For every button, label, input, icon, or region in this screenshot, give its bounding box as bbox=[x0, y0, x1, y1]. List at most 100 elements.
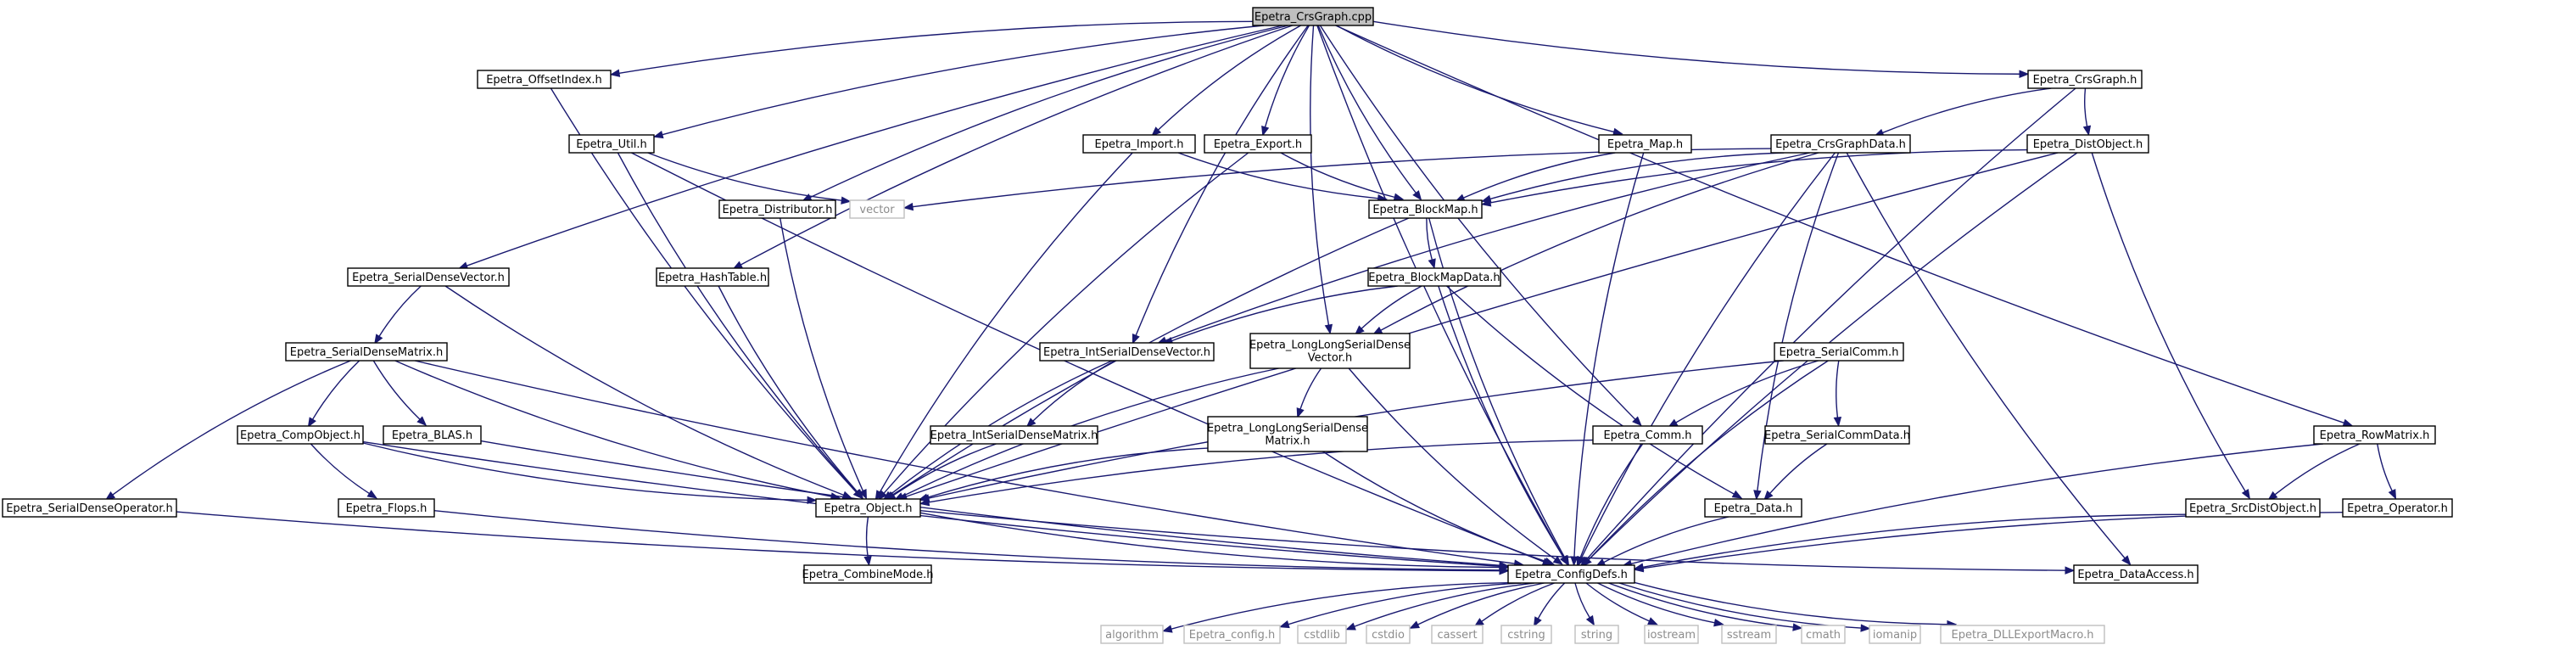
node-distributor[interactable]: Epetra_Distributor.h bbox=[718, 199, 836, 219]
node-blas[interactable]: Epetra_BLAS.h bbox=[383, 425, 482, 445]
node-label-distributor: Epetra_Distributor.h bbox=[723, 204, 833, 216]
node-box-flops bbox=[338, 498, 435, 518]
node-cmath: cmath bbox=[1801, 625, 1846, 644]
node-cstdlib: cstdlib bbox=[1297, 625, 1347, 644]
node-import[interactable]: Epetra_Import.h bbox=[1082, 134, 1196, 154]
edge-import-to-object bbox=[879, 152, 1133, 493]
node-box-comm bbox=[1592, 425, 1703, 445]
edge-serialdensevector-to-object bbox=[444, 285, 844, 496]
edge-object-to-dataaccess bbox=[919, 510, 2066, 571]
edge-crsgraph_cpp-to-serialdensevector bbox=[467, 25, 1283, 266]
node-hashtable[interactable]: Epetra_HashTable.h bbox=[656, 267, 769, 287]
node-map[interactable]: Epetra_Map.h bbox=[1598, 134, 1692, 154]
node-blockmap[interactable]: Epetra_BlockMap.h bbox=[1368, 199, 1483, 219]
node-label-crsgraphdata: Epetra_CrsGraphData.h bbox=[1775, 138, 1906, 151]
node-util[interactable]: Epetra_Util.h bbox=[568, 134, 655, 154]
edge-distobject-to-blockmap bbox=[1489, 149, 2028, 204]
node-label-longlongsdm-line2: Matrix.h bbox=[1265, 435, 1310, 448]
node-distobject[interactable]: Epetra_DistObject.h bbox=[2026, 134, 2149, 154]
edge-blockmap-to-configdefs bbox=[1428, 217, 1566, 558]
node-sstream: sstream bbox=[1721, 625, 1777, 644]
node-operator[interactable]: Epetra_Operator.h bbox=[2342, 498, 2453, 518]
edge-data-to-configdefs bbox=[1603, 516, 1729, 563]
edge-crsgraph_cpp-to-configdefs bbox=[1316, 25, 1565, 558]
edge-crsgraph_h-to-crsgraphdata bbox=[1882, 87, 2052, 134]
arrowhead-crsgraph_h-to-distobject bbox=[2082, 125, 2092, 137]
node-combinemode[interactable]: Epetra_CombineMode.h bbox=[802, 564, 934, 584]
node-intserialdensematrix[interactable]: Epetra_IntSerialDenseMatrix.h bbox=[930, 425, 1098, 445]
arrowhead-util-to-vector bbox=[841, 196, 852, 205]
node-label-serialdensematrix: Epetra_SerialDenseMatrix.h bbox=[290, 346, 443, 359]
node-label-srcdistobject: Epetra_SrcDistObject.h bbox=[2189, 502, 2316, 515]
arrowhead-configdefs-to-epetra_config bbox=[1279, 620, 1290, 629]
edge-crsgraph_cpp-to-rowmatrix bbox=[1335, 25, 2344, 423]
edge-comm-to-configdefs bbox=[1579, 443, 1644, 558]
node-configdefs[interactable]: Epetra_ConfigDefs.h bbox=[1507, 564, 1635, 584]
node-serialdenseoperator[interactable]: Epetra_SerialDenseOperator.h bbox=[2, 498, 177, 518]
node-box-longlongsdm bbox=[1207, 416, 1368, 452]
node-label-serialdenseoperator: Epetra_SerialDenseOperator.h bbox=[6, 502, 173, 515]
edge-rowmatrix-to-srcdistobject bbox=[2274, 443, 2361, 496]
node-label-blockmap: Epetra_BlockMap.h bbox=[1372, 204, 1478, 216]
node-serialdensevector[interactable]: Epetra_SerialDenseVector.h bbox=[347, 267, 510, 287]
node-label-export: Epetra_Export.h bbox=[1214, 138, 1302, 151]
node-box-iostream bbox=[1644, 625, 1699, 644]
edge-crsgraph_h-to-configdefs bbox=[1586, 87, 2076, 560]
arrowhead-crsgraph_cpp-to-blockmap bbox=[1412, 190, 1422, 201]
node-blockmapdata[interactable]: Epetra_BlockMapData.h bbox=[1367, 267, 1501, 287]
node-srcdistobject[interactable]: Epetra_SrcDistObject.h bbox=[2185, 498, 2321, 518]
edge-serialcomm-to-serialcommdata bbox=[1836, 360, 1840, 418]
node-data[interactable]: Epetra_Data.h bbox=[1704, 498, 1802, 518]
edge-configdefs-to-cstdlib bbox=[1354, 582, 1535, 627]
arrowhead-object-to-dataaccess bbox=[2065, 566, 2076, 575]
node-box-cstdio bbox=[1366, 625, 1411, 644]
edge-comm-to-object bbox=[928, 439, 1594, 503]
node-box-intserialdensematrix bbox=[930, 425, 1098, 445]
node-offsetindex[interactable]: Epetra_OffsetIndex.h bbox=[477, 70, 612, 89]
arrowhead-serialcomm-to-configdefs bbox=[1582, 556, 1592, 567]
node-box-cassert bbox=[1431, 625, 1484, 644]
edge-longlongsdv-to-object bbox=[902, 367, 1279, 497]
edge-serialcomm-to-configdefs bbox=[1588, 360, 1829, 561]
node-serialcomm[interactable]: Epetra_SerialComm.h bbox=[1774, 342, 1904, 362]
arrowhead-configdefs-to-cstdio bbox=[1409, 620, 1420, 629]
node-label-dataaccess: Epetra_DataAccess.h bbox=[2077, 569, 2193, 581]
node-crsgraph_cpp[interactable]: Epetra_CrsGraph.cpp bbox=[1252, 7, 1374, 26]
node-dataaccess[interactable]: Epetra_DataAccess.h bbox=[2073, 564, 2199, 584]
edge-crsgraph_cpp-to-blockmap bbox=[1317, 25, 1417, 193]
edge-blockmapdata-to-intserialdensevector bbox=[1171, 285, 1398, 342]
arrowhead-blockmapdata-to-longlongsdv bbox=[1354, 325, 1365, 335]
edge-intserialdensevector-to-object bbox=[890, 360, 1113, 496]
node-serialdensematrix[interactable]: Epetra_SerialDenseMatrix.h bbox=[285, 342, 448, 362]
node-label-crsgraph_h: Epetra_CrsGraph.h bbox=[2033, 74, 2137, 87]
node-object[interactable]: Epetra_Object.h bbox=[815, 498, 921, 518]
edge-crsgraphdata-to-longlongsdv bbox=[1380, 152, 1819, 331]
node-box-longlongsdv bbox=[1249, 333, 1411, 369]
edge-serialdensematrix-to-blas bbox=[372, 360, 421, 420]
node-flops[interactable]: Epetra_Flops.h bbox=[338, 498, 435, 518]
edge-compobject-to-object bbox=[362, 442, 808, 502]
node-box-crsgraph_cpp bbox=[1252, 7, 1374, 26]
node-box-epetra_config bbox=[1183, 625, 1281, 644]
edge-crsgraphdata-to-dataaccess bbox=[1846, 152, 2126, 559]
arrowhead-compobject-to-flops bbox=[366, 490, 378, 499]
node-export[interactable]: Epetra_Export.h bbox=[1204, 134, 1312, 154]
node-label-intserialdensematrix: Epetra_IntSerialDenseMatrix.h bbox=[930, 429, 1098, 442]
node-box-distributor bbox=[718, 199, 836, 219]
node-serialcommdata[interactable]: Epetra_SerialCommData.h bbox=[1764, 425, 1910, 445]
node-compobject[interactable]: Epetra_CompObject.h bbox=[237, 425, 364, 445]
edge-configdefs-to-dllexportmacro bbox=[1634, 581, 1947, 625]
node-label-vector: vector bbox=[859, 204, 895, 216]
edge-crsgraph_cpp-to-distributor bbox=[809, 25, 1288, 199]
node-label-intserialdensevector: Epetra_IntSerialDenseVector.h bbox=[1043, 346, 1210, 359]
node-label-longlongsdm-line1: Epetra_LongLongSerialDense bbox=[1207, 423, 1368, 435]
arrowhead-distobject-to-blockmap bbox=[1480, 199, 1492, 207]
node-comm[interactable]: Epetra_Comm.h bbox=[1592, 425, 1703, 445]
node-rowmatrix[interactable]: Epetra_RowMatrix.h bbox=[2313, 425, 2436, 445]
node-crsgraph_h[interactable]: Epetra_CrsGraph.h bbox=[2027, 70, 2143, 89]
node-box-blockmap bbox=[1368, 199, 1483, 219]
node-intserialdensevector[interactable]: Epetra_IntSerialDenseVector.h bbox=[1039, 342, 1215, 362]
node-crsgraphdata[interactable]: Epetra_CrsGraphData.h bbox=[1770, 134, 1911, 154]
